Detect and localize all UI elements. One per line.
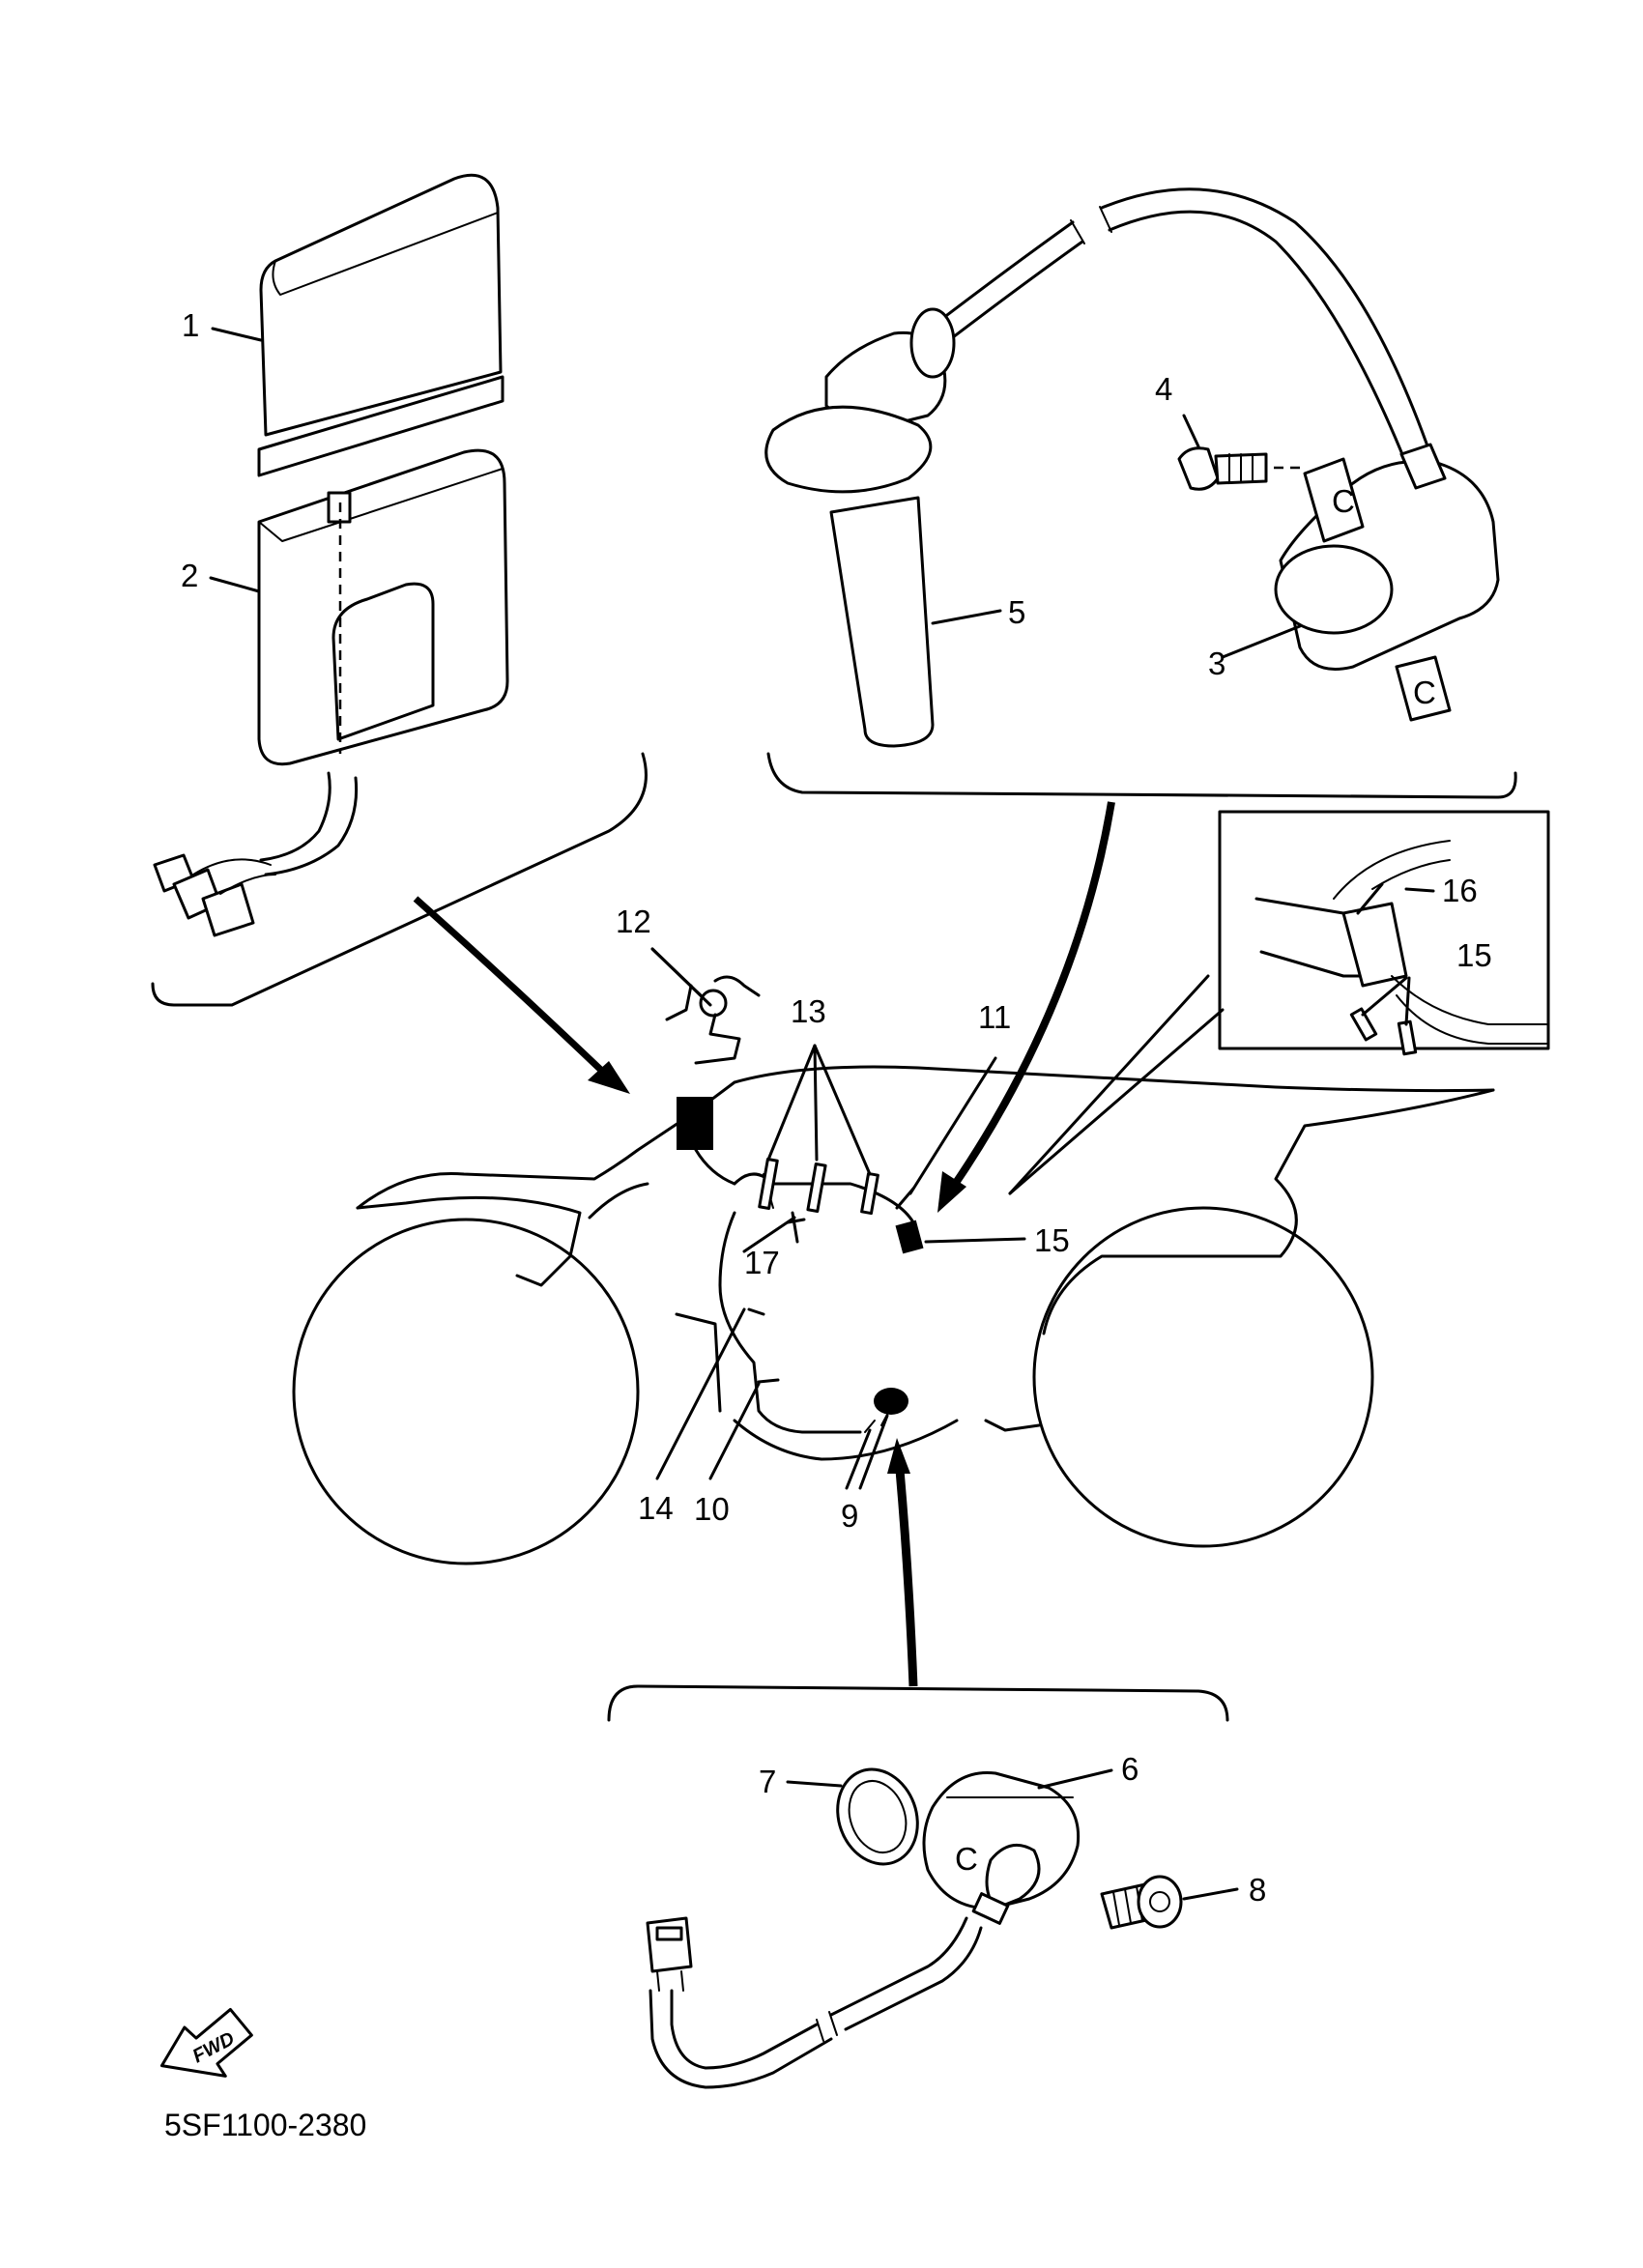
callout-8: 8	[1249, 1872, 1266, 1908]
callout-3: 3	[1208, 646, 1225, 681]
callout-2: 2	[181, 558, 198, 593]
callout-17: 17	[744, 1245, 780, 1280]
callout-16: 16	[1442, 873, 1478, 908]
svg-text:C: C	[1332, 483, 1355, 519]
ignition-coil-drawing: C C	[764, 187, 1517, 799]
pointer-arrows	[413, 801, 1115, 1687]
callout-12: 12	[616, 904, 651, 939]
callout-9: 9	[841, 1498, 858, 1534]
callout-13: 13	[791, 993, 826, 1029]
part-code: 5SF1100-2380	[164, 2108, 366, 2142]
callout-4: 4	[1155, 371, 1172, 407]
callout-5: 5	[1008, 594, 1025, 630]
motorcycle-outline	[292, 947, 1495, 1565]
callout-15-inset: 15	[1456, 937, 1492, 973]
callout-14: 14	[638, 1490, 674, 1526]
cdi-unit-drawing	[151, 173, 648, 1007]
callout-6: 6	[1121, 1751, 1139, 1787]
forward-direction-icon: FWD	[159, 2007, 253, 2078]
neutral-switch-drawing: C	[607, 1684, 1239, 2089]
callout-10: 10	[694, 1491, 730, 1527]
svg-text:C: C	[955, 1841, 978, 1877]
callout-labels: 1 2 3 4 5 6 7 8 9 10 11 12 13 14 15 15 1…	[181, 307, 1492, 1908]
svg-text:C: C	[1413, 675, 1436, 710]
switch-inset-drawing	[1218, 810, 1550, 1056]
callout-15-frame: 15	[1034, 1222, 1070, 1258]
callout-7: 7	[759, 1764, 776, 1799]
callout-11: 11	[978, 999, 1011, 1035]
callout-1: 1	[182, 307, 199, 343]
